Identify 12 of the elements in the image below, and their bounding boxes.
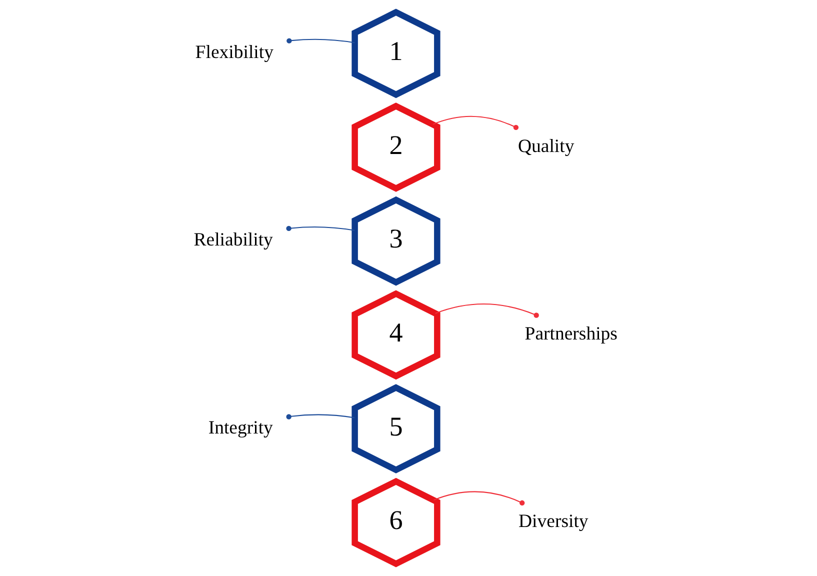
node-text: Diversity xyxy=(518,511,588,532)
node-text: Reliability xyxy=(194,230,273,251)
connector xyxy=(286,38,355,44)
connector xyxy=(286,414,355,420)
node-text: Partnerships xyxy=(524,324,618,345)
connector xyxy=(432,116,519,130)
node-text: Integrity xyxy=(208,417,273,438)
node-text: Flexibility xyxy=(195,42,274,63)
connector xyxy=(434,491,525,506)
connector xyxy=(435,304,539,318)
node-text: Quality xyxy=(518,136,574,157)
connector xyxy=(286,226,355,232)
